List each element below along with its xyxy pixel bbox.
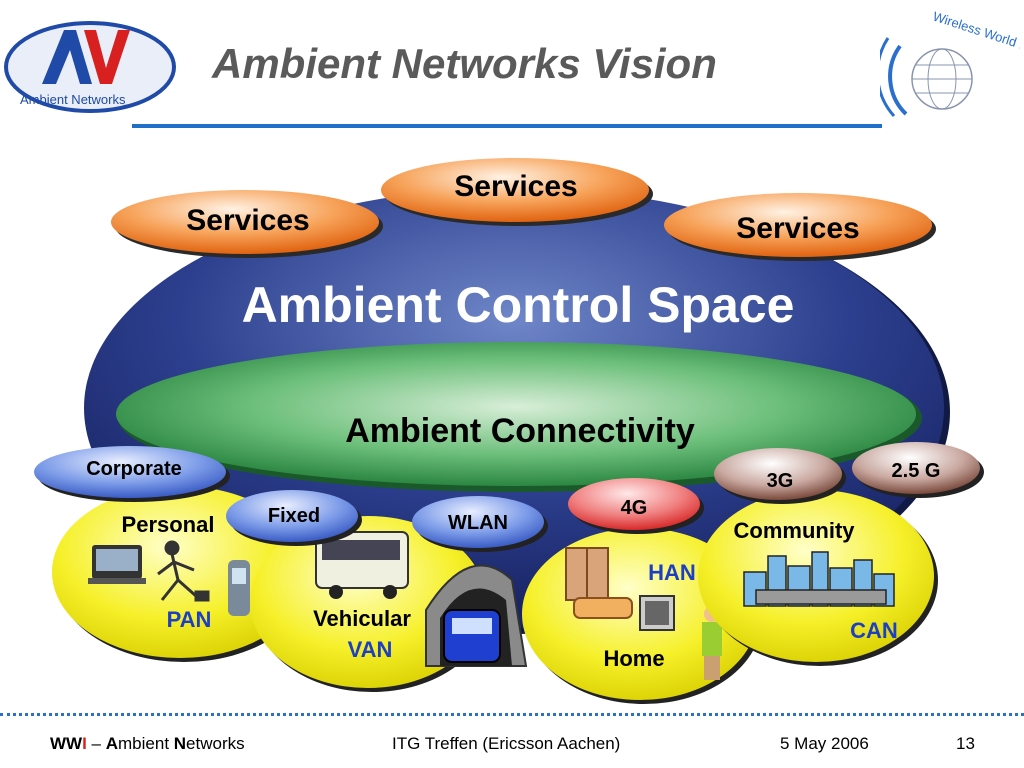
tag-wlan-label: WLAN [448,512,508,534]
train-tunnel-icon [425,564,528,667]
zone-community-label: Community [734,518,856,543]
footer-wwi: WW [50,734,83,753]
tag-2-5g-label: 2.5 G [892,460,941,482]
tag-fixed: Fixed [226,490,362,546]
zone-vehicular-abbr: VAN [348,637,393,662]
services-pill-1: Services [111,190,383,258]
services-label-2: Services [454,170,577,203]
title-underline [132,124,882,128]
tag-2-5g: 2.5 G [852,442,984,498]
tag-4g: 4G [568,478,704,534]
footer-page-number: 13 [956,734,975,753]
page-title: Ambient Networks Vision [212,40,717,87]
services-pill-3: Services [664,193,936,261]
walking-person-icon [157,540,210,602]
footer-wwi-i: I [82,734,87,753]
laptop-icon [88,545,146,584]
wireless-world-initiative-logo: Wireless World Initiative [880,9,1020,118]
tag-wlan: WLAN [412,496,548,552]
zone-personal-abbr: PAN [167,607,212,632]
city-buildings-icon [743,551,895,607]
control-space-label: Ambient Control Space [242,277,795,333]
footer-event: ITG Treffen (Ericsson Aachen) [392,734,621,753]
connectivity-ellipse [116,342,916,486]
tag-fixed-label: Fixed [268,505,320,527]
footer-project: WWI – Ambient Networks [50,734,245,754]
tv-icon [639,595,675,631]
ambient-networks-logo: Ambient Networks [4,21,176,113]
ambient-networks-logo-text: Ambient Networks [20,92,126,107]
zone-home-abbr: HAN [648,560,696,585]
bus-icon [315,531,409,599]
footer-n: N [173,734,187,753]
mobile-phone-icon [228,560,250,616]
zone-community-abbr: CAN [850,618,898,643]
zone-personal-label: Personal [122,512,215,537]
footer-a: A [105,734,119,753]
window-icon [565,547,609,601]
tag-4g-label: 4G [621,497,648,519]
footer-dash: – [86,734,106,753]
sofa-icon [573,597,633,619]
footer-date: 5 May 2006 [780,734,869,753]
tag-corporate-label: Corporate [86,458,182,480]
footer-divider [0,713,1024,716]
footer-etworks: etworks [186,734,245,753]
services-pill-2: Services [381,158,653,226]
services-label-1: Services [186,204,309,237]
tag-3g: 3G [714,448,846,504]
zone-community: Community CAN [698,490,938,666]
zone-home-label: Home [603,646,664,671]
connectivity-label: Ambient Connectivity [345,412,695,450]
services-label-3: Services [736,212,859,245]
tag-corporate: Corporate [34,446,230,502]
tag-3g-label: 3G [767,470,794,492]
zone-vehicular-label: Vehicular [313,606,411,631]
footer-mbient: mbient [118,734,174,753]
